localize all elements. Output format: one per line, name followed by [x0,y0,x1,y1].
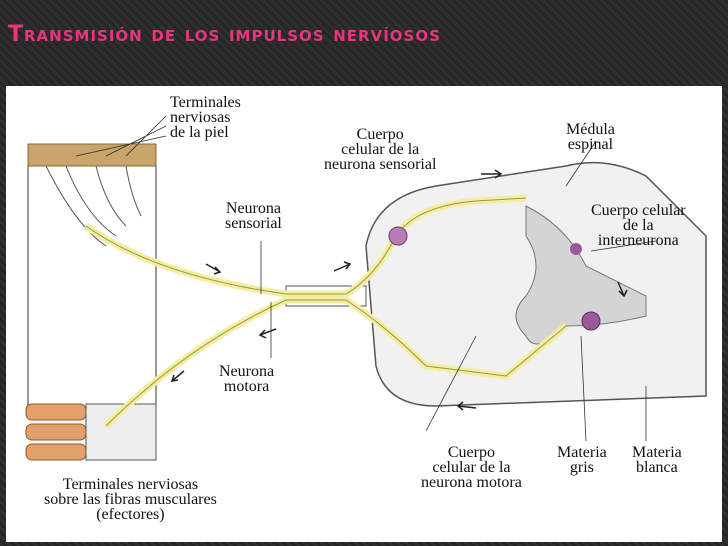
reflex-arc-diagram [25,115,707,461]
direction-arrows [170,169,628,411]
spinal-cord [365,161,707,407]
skin-illustration [27,143,157,406]
motor-cell-body [581,311,601,331]
sensory-cell-body [388,226,408,246]
muscle-illustration [25,403,157,461]
slide-title: Transmisión de los impulsos nervíosos [8,22,441,47]
interneuron-cell-body [570,243,582,255]
leader-lines [75,115,657,442]
